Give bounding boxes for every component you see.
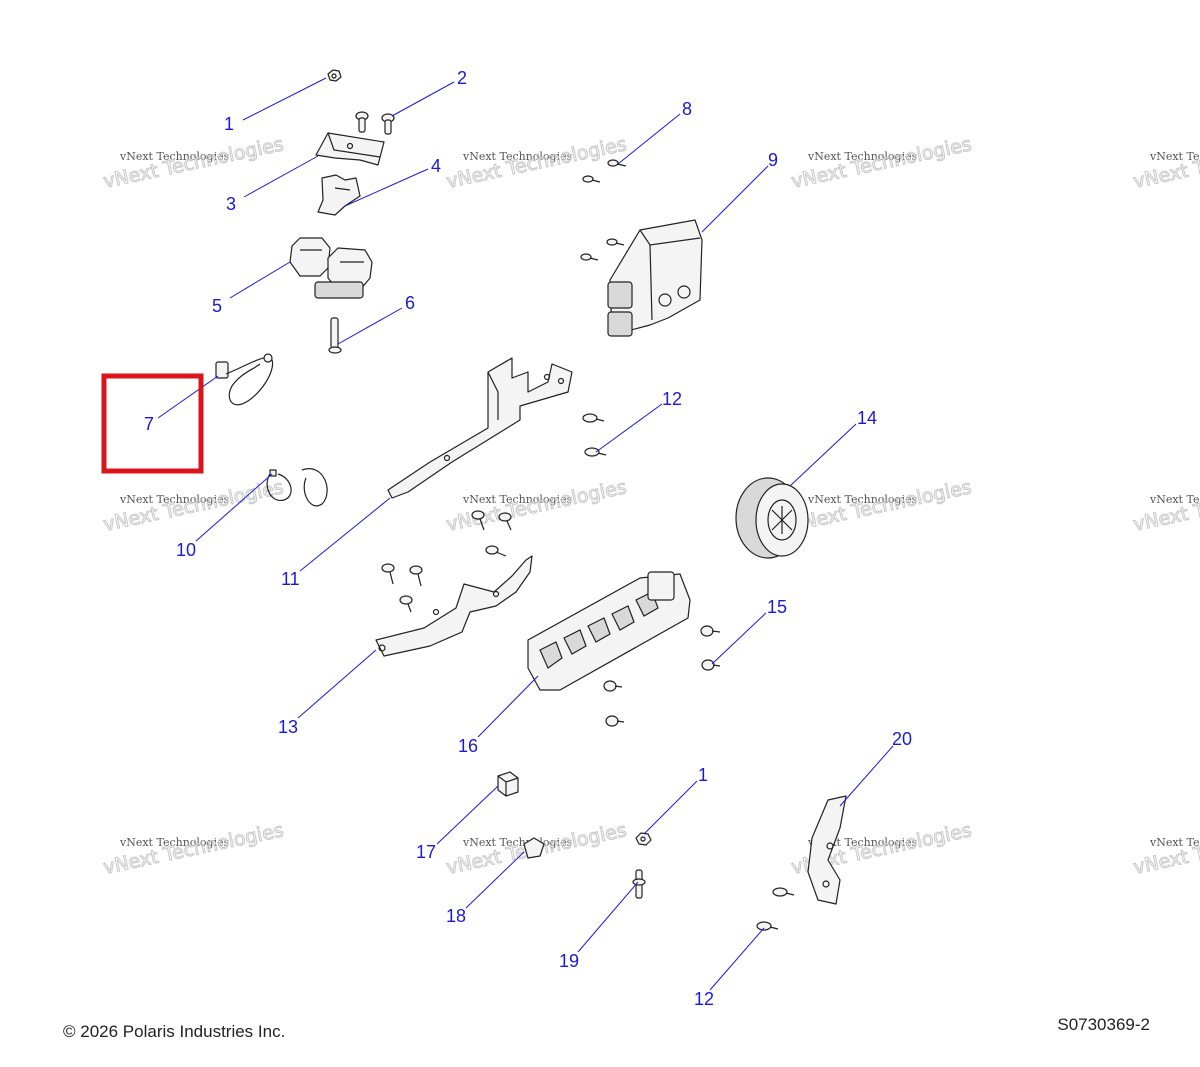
- callout-12-lower[interactable]: 12: [694, 989, 714, 1009]
- callout-17[interactable]: 17: [416, 842, 436, 862]
- part-stud[interactable]: [632, 869, 646, 899]
- callout-14[interactable]: 14: [857, 408, 877, 428]
- svg-text:vNext Technologies: vNext Technologies: [462, 493, 573, 506]
- watermark: vNext Technologies vNext Technologies: [101, 476, 286, 537]
- part-grommet[interactable]: [735, 477, 809, 559]
- watermark: vNext Technologies vNext Technologies: [101, 819, 286, 880]
- svg-text:vNext Technologies: vNext Technologies: [807, 150, 918, 163]
- svg-text:vNext Technologies: vNext Technologies: [1131, 476, 1200, 536]
- part-bolt-pair[interactable]: [355, 111, 395, 135]
- copyright-text: © 2026 Polaris Industries Inc.: [63, 1022, 286, 1041]
- svg-text:vNext Technologies: vNext Technologies: [462, 150, 573, 163]
- svg-text:vNext Technologies: vNext Technologies: [444, 476, 628, 536]
- svg-text:vNext Technologies: vNext Technologies: [119, 836, 230, 849]
- watermark: vNext Technologies vNext Technologies: [789, 476, 974, 537]
- svg-text:vNext Technologies: vNext Technologies: [1131, 819, 1200, 879]
- part-flange-bolts-lower[interactable]: [756, 887, 795, 931]
- svg-text:vNext Technologies: vNext Technologies: [101, 819, 285, 879]
- callout-12[interactable]: 12: [662, 389, 682, 409]
- callout-11[interactable]: 11: [281, 569, 300, 589]
- part-relay-module[interactable]: [527, 571, 691, 691]
- watermark: vNext Technologies vNext Technologies: [444, 133, 629, 194]
- highlight-box: [101, 373, 204, 474]
- svg-text:vNext Technologies: vNext Technologies: [789, 133, 973, 193]
- part-harness-tie[interactable]: [215, 353, 274, 406]
- watermark: vNext Technologies vNext Technologies: [1131, 476, 1200, 537]
- watermark: vNext Technologies vNext Technologies: [101, 133, 286, 194]
- callout-10[interactable]: 10: [176, 540, 196, 560]
- callout-8[interactable]: 8: [682, 99, 692, 119]
- callout-18[interactable]: 18: [446, 906, 466, 926]
- part-nut[interactable]: [327, 69, 342, 82]
- part-bracket[interactable]: [315, 132, 385, 166]
- part-small-bolts[interactable]: [580, 159, 627, 261]
- svg-text:vNext Technologies: vNext Technologies: [1149, 836, 1200, 849]
- callout-3[interactable]: 3: [226, 194, 236, 214]
- svg-text:vNext Technologies: vNext Technologies: [119, 150, 230, 163]
- callout-13[interactable]: 13: [278, 717, 298, 737]
- svg-text:vNext Technologies: vNext Technologies: [119, 493, 230, 506]
- callout-20[interactable]: 20: [892, 729, 912, 749]
- part-nut-lower[interactable]: [635, 832, 652, 846]
- part-flange-bolts[interactable]: [582, 413, 607, 457]
- callout-1[interactable]: 1: [224, 114, 234, 134]
- callout-19[interactable]: 19: [559, 951, 579, 971]
- part-small-clip[interactable]: [523, 837, 545, 859]
- svg-text:vNext Technologies: vNext Technologies: [807, 493, 918, 506]
- svg-text:vNext Technologies: vNext Technologies: [101, 133, 285, 193]
- part-screws[interactable]: [603, 625, 721, 727]
- watermark: vNext Technologies vNext Technologies: [1131, 819, 1200, 880]
- svg-text:vNext Technologies: vNext Technologies: [789, 476, 973, 536]
- part-ignition-coil[interactable]: [289, 237, 373, 299]
- svg-text:vNext Technologies: vNext Technologies: [1149, 150, 1200, 163]
- parts: [215, 69, 847, 931]
- svg-text:vNext Technologies: vNext Technologies: [1149, 493, 1200, 506]
- part-ecu[interactable]: [607, 219, 703, 337]
- callout-2[interactable]: 2: [457, 68, 467, 88]
- drawing-number: S0730369-2: [1057, 1015, 1150, 1034]
- callout-6[interactable]: 6: [405, 293, 415, 313]
- part-bracket-bolts[interactable]: [381, 510, 512, 613]
- part-cable-ties[interactable]: [266, 468, 328, 507]
- callout-7[interactable]: 7: [144, 414, 154, 434]
- svg-text:vNext Technologies: vNext Technologies: [1131, 133, 1200, 193]
- part-connector[interactable]: [497, 771, 519, 797]
- callout-1-lower[interactable]: 1: [698, 765, 708, 785]
- part-side-bracket[interactable]: [807, 795, 847, 905]
- callout-9[interactable]: 9: [768, 150, 778, 170]
- svg-text:vNext Technologies: vNext Technologies: [462, 836, 573, 849]
- part-clip[interactable]: [317, 174, 361, 216]
- watermark: vNext Technologies vNext Technologies: [789, 133, 974, 194]
- part-mount-bracket[interactable]: [387, 357, 573, 499]
- watermark: vNext Technologies vNext Technologies: [444, 476, 629, 537]
- svg-text:vNext Technologies: vNext Technologies: [444, 133, 628, 193]
- watermark: vNext Technologies vNext Technologies: [1131, 133, 1200, 194]
- callout-5[interactable]: 5: [212, 296, 222, 316]
- callout-15[interactable]: 15: [767, 597, 787, 617]
- callouts: 1 2 3 4 5 6 7 8 9 10 11 12 13 14 15 16 1…: [144, 68, 912, 1009]
- part-lower-bracket[interactable]: [375, 555, 533, 657]
- part-long-bolt[interactable]: [328, 317, 342, 354]
- leader-lines: [157, 77, 894, 991]
- callout-16[interactable]: 16: [458, 736, 478, 756]
- svg-text:vNext Technologies: vNext Technologies: [101, 476, 285, 536]
- callout-4[interactable]: 4: [431, 156, 441, 176]
